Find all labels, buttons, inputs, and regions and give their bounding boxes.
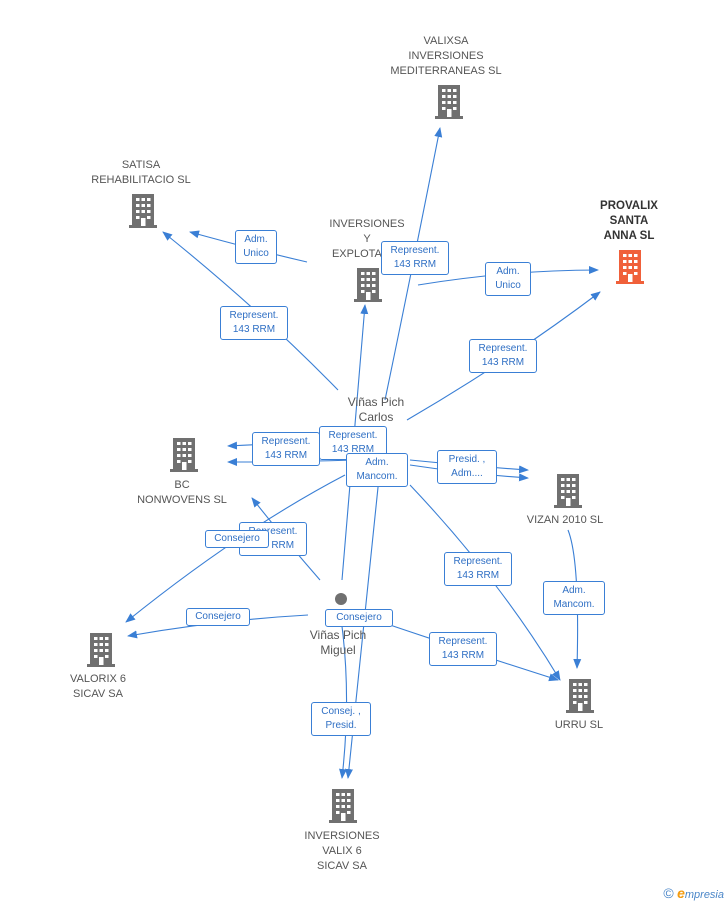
relation-label-bc-rep: Represent. 143 RRM [252,432,320,466]
company-label-bc[interactable]: BC NONWOVENS SL [137,479,227,506]
relation-label-valixsa-rep: Represent. 143 RRM [381,241,449,275]
person-label-miguel[interactable]: Viñas Pich Miguel [309,628,367,657]
relation-label-urru-rep-carlos: Represent. 143 RRM [444,552,512,586]
relation-label-provalix-adm: Adm. Unico [485,262,531,296]
building-icon[interactable] [87,633,115,667]
company-label-inversiones-valix[interactable]: INVERSIONES VALIX 6 SICAV SA [304,830,380,872]
footer-brand: © empresia [663,885,724,901]
building-icon[interactable] [435,85,463,119]
company-label-vizan[interactable]: VIZAN 2010 SL [526,514,604,526]
relation-label-satisa-adm: Adm. Unico [235,230,277,264]
relation-label-provalix-rep: Represent. 143 RRM [469,339,537,373]
person-label-carlos[interactable]: Viñas Pich Carlos [347,395,405,424]
company-label-provalix[interactable]: PROVALIX SANTA ANNA SL [600,200,658,242]
building-icon[interactable] [566,679,594,713]
relation-label-vizan-presid: Presid. , Adm.... [437,450,497,484]
relation-label-satisa-rep: Represent. 143 RRM [220,306,288,340]
company-label-urru[interactable]: URRU SL [554,719,604,731]
relation-label-adm-mancom: Adm. Mancom. [346,453,408,487]
building-icon[interactable] [554,474,582,508]
relation-label-consej-presid: Consej. , Presid. [311,702,371,736]
copyright-symbol: © [663,885,674,901]
building-icon[interactable] [170,438,198,472]
relation-label-consejero-bc: Consejero [205,530,269,548]
brand-logo-e: e [677,885,685,901]
company-label-satisa[interactable]: SATISA REHABILITACIO SL [91,159,191,186]
building-icon[interactable] [354,268,382,302]
company-label-valixsa[interactable]: VALIXSA INVERSIONES MEDITERRANEAS SL [390,35,502,77]
company-label-valorix[interactable]: VALORIX 6 SICAV SA [69,673,127,700]
brand-logo-text: mpresia [684,889,724,901]
building-icon[interactable] [129,194,157,228]
relation-edge [339,611,348,779]
relation-label-consejero-miguel: Consejero [325,609,393,627]
building-icon[interactable] [329,789,357,823]
building-icon[interactable] [616,250,644,284]
relation-label-vizan-urru: Adm. Mancom. [543,581,605,615]
relation-label-urru-rep-miguel: Represent. 143 RRM [429,632,497,666]
person-icon[interactable] [335,593,347,605]
relation-edge [567,529,582,669]
relation-label-consejero-valorix: Consejero [186,608,250,626]
